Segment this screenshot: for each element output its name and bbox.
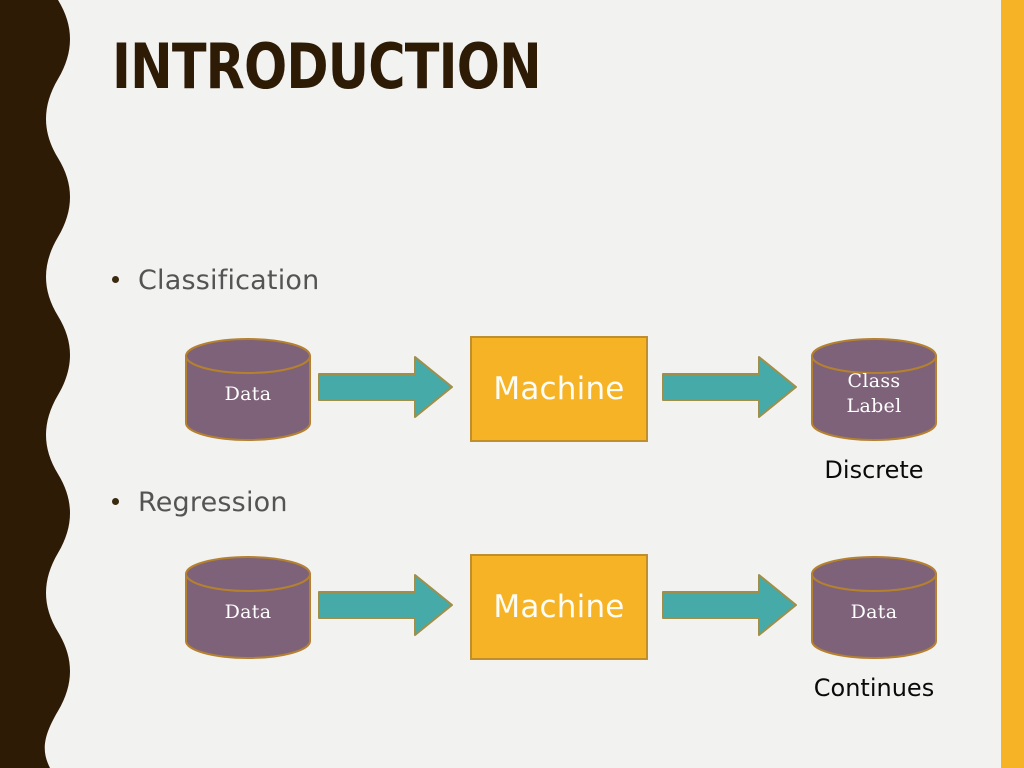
- caption-continues: Continues: [813, 674, 935, 702]
- bullet-dot-icon: [112, 498, 119, 505]
- cylinder-label-line2: Label: [846, 395, 902, 417]
- bullet-label: Classification: [138, 265, 320, 296]
- cylinder-data-output: Data: [810, 556, 938, 659]
- bullet-item-classification: Classification: [112, 265, 319, 296]
- cylinder-label-group: Data: [184, 338, 312, 441]
- left-wave-decoration: [0, 0, 70, 768]
- arrow-data-to-machine: [318, 573, 454, 637]
- cylinder-label-group: Class Label: [810, 338, 938, 441]
- bullet-dot-icon: [112, 276, 119, 283]
- cylinder-label-line1: Data: [224, 600, 272, 623]
- cylinder-label-line1: Data: [224, 382, 272, 405]
- cylinder-shape-icon: [811, 556, 937, 659]
- cylinder-data-source: Data: [184, 556, 312, 659]
- cylinder-data-source: Data: [184, 338, 312, 441]
- bullet-label: Regression: [138, 487, 288, 518]
- page-title: INTRODUCTION: [112, 30, 542, 103]
- process-box-label: Machine: [493, 589, 625, 625]
- cylinder-label-line1: Data: [850, 600, 898, 623]
- cylinder-shape-icon: [185, 556, 311, 659]
- arrow-machine-to-output: [662, 573, 798, 637]
- arrow-right-icon: [318, 574, 453, 636]
- cylinder-label-group: Data: [810, 556, 938, 659]
- arrow-right-icon: [662, 356, 797, 418]
- process-box-machine: Machine: [470, 554, 648, 660]
- right-accent-bar: [1001, 0, 1024, 768]
- bullet-item-regression: Regression: [112, 487, 288, 518]
- cylinder-label-group: Data: [184, 556, 312, 659]
- cylinder-label-line1: Class: [847, 370, 901, 392]
- arrow-machine-to-output: [662, 355, 798, 419]
- cylinder-class-label-output: Class Label: [810, 338, 938, 441]
- process-box-label: Machine: [493, 371, 625, 407]
- caption-discrete: Discrete: [824, 456, 924, 484]
- arrow-right-icon: [662, 574, 797, 636]
- process-box-machine: Machine: [470, 336, 648, 442]
- cylinder-shape-icon: [811, 338, 937, 441]
- arrow-data-to-machine: [318, 355, 454, 419]
- arrow-right-icon: [318, 356, 453, 418]
- cylinder-shape-icon: [185, 338, 311, 441]
